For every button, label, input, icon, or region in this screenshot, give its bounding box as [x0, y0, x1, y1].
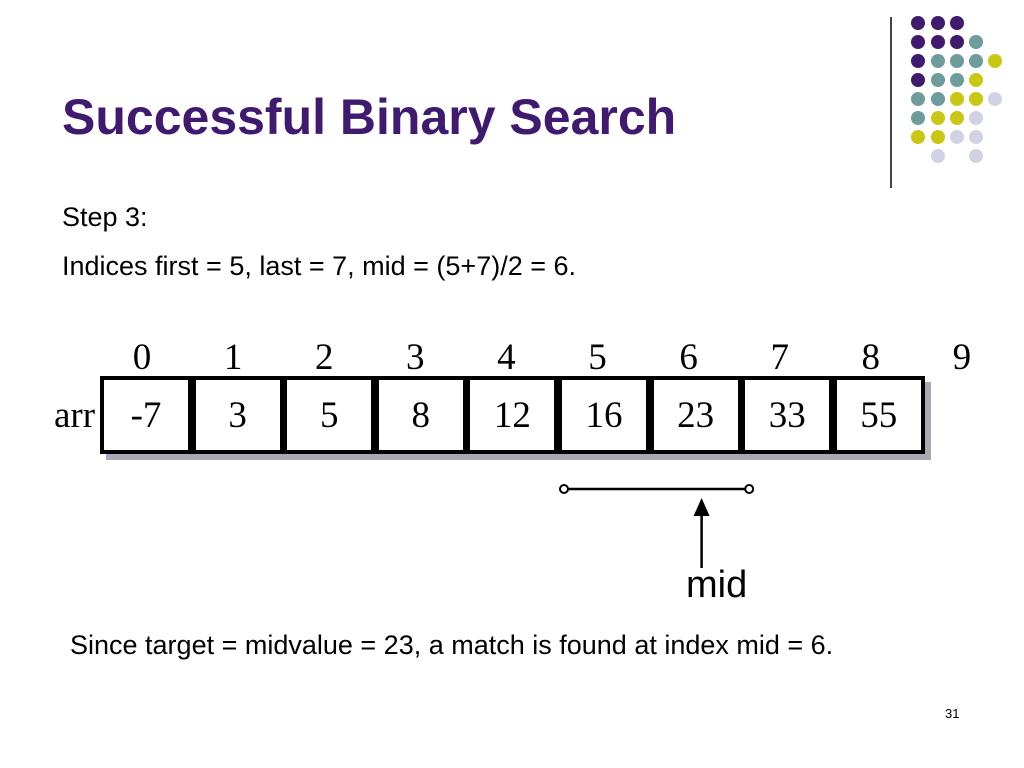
decorative-dot — [911, 130, 925, 144]
decorative-dot — [931, 111, 945, 125]
decorative-dot — [969, 111, 983, 125]
decorative-dot — [931, 149, 945, 163]
index-label-8: 8 — [861, 337, 881, 378]
decorative-dot — [950, 130, 964, 144]
index-label-4: 4 — [497, 337, 516, 378]
decorative-dot — [950, 16, 964, 30]
decorative-dot — [950, 73, 964, 87]
decorative-dot — [911, 16, 925, 30]
title-divider-line — [890, 17, 892, 188]
index-label-0: 0 — [132, 337, 152, 378]
conclusion-text: Since target = midvalue = 23, a match is… — [70, 630, 834, 660]
decorative-dot — [950, 92, 964, 106]
decorative-dot — [911, 73, 925, 87]
array-cell-7: 33 — [741, 376, 834, 454]
index-label-1: 1 — [223, 337, 243, 378]
decorative-dot — [950, 35, 964, 49]
array-cell-1: 3 — [191, 376, 284, 454]
decorative-dot — [931, 35, 945, 49]
decorative-dot — [911, 92, 925, 106]
decorative-dot — [931, 54, 945, 68]
index-label-6: 6 — [679, 337, 698, 378]
decorative-dot — [911, 54, 925, 68]
decorative-dot — [969, 149, 983, 163]
array-cell-2: 5 — [283, 376, 376, 454]
mid-pointer-label: mid — [686, 564, 748, 606]
decorative-dot — [931, 16, 945, 30]
array-cell-0: -7 — [100, 376, 192, 454]
array-cell-6: 23 — [649, 376, 742, 454]
step-label: Step 3: — [62, 202, 148, 232]
range-end-marker — [744, 484, 755, 494]
index-label-3: 3 — [406, 337, 425, 378]
decorative-dot — [950, 54, 964, 68]
array-cell-4: 12 — [466, 376, 559, 454]
decorative-dot — [969, 92, 983, 106]
decorative-dot — [911, 35, 925, 49]
index-label-5: 5 — [588, 337, 607, 378]
decorative-dot — [931, 73, 945, 87]
index-label-9: 9 — [952, 337, 972, 378]
array-cell-5: 16 — [558, 376, 650, 454]
index-row: 0 1 2 3 4 5 6 7 8 9 — [0, 336, 1024, 380]
array-cell-3: 8 — [374, 376, 467, 454]
decorative-dot-grid — [911, 16, 1002, 163]
decorative-dot — [931, 92, 945, 106]
page-number: 31 — [945, 706, 960, 721]
decorative-dot — [969, 130, 983, 144]
decorative-dot — [950, 111, 964, 125]
array-label: arr — [54, 395, 96, 436]
index-label-7: 7 — [770, 337, 789, 378]
decorative-dot — [969, 54, 983, 68]
decorative-dot — [911, 111, 925, 125]
range-start-marker — [559, 484, 569, 494]
index-label-2: 2 — [314, 337, 334, 378]
indices-text: Indices first = 5, last = 7, mid = (5+7)… — [62, 251, 577, 281]
array-cell-8: 55 — [832, 376, 925, 454]
decorative-dot — [988, 92, 1002, 106]
mid-arrow-head — [693, 498, 710, 516]
decorative-dot — [931, 130, 945, 144]
decorative-dot — [969, 73, 983, 87]
slide-title: Successful Binary Search — [62, 89, 677, 145]
decorative-dot — [969, 35, 983, 49]
decorative-dot — [988, 54, 1002, 68]
